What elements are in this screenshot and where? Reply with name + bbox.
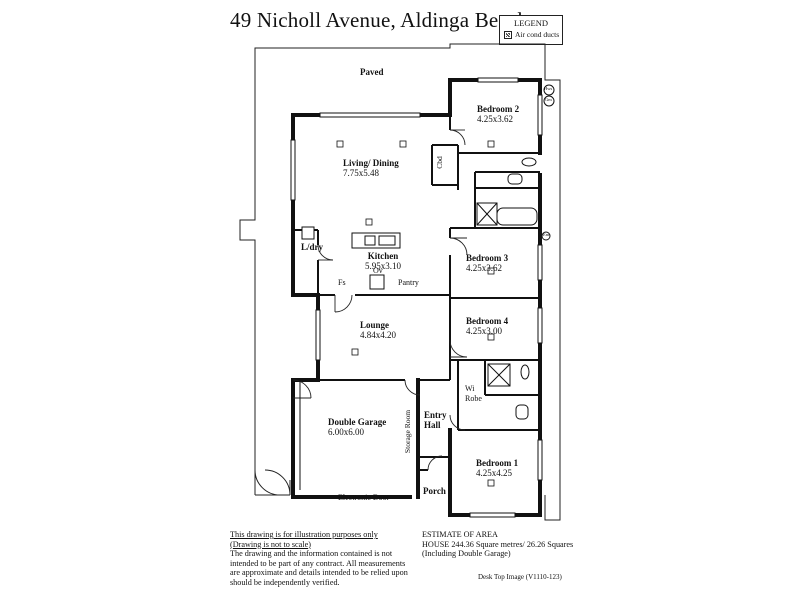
room-name: Living/ Dining: [343, 158, 399, 168]
vanity-icon: [507, 173, 523, 185]
laundry-label: L/dry: [301, 242, 324, 252]
storage-room-label: Storage Room: [403, 409, 413, 454]
oven-icon: [369, 274, 385, 290]
hws-marker: [543, 84, 555, 96]
room-name: Bedroom 2: [477, 104, 520, 114]
air-cond-ducts: [336, 140, 495, 487]
toilet-icon: [521, 157, 537, 167]
duct-icon: [487, 267, 495, 275]
lounge-label: Lounge 4.84x4.20: [360, 320, 396, 340]
hws-marker-label: Hws: [544, 86, 553, 91]
disclaimer-body: The drawing and the information containe…: [230, 549, 408, 587]
cbd-label: Cbd: [434, 156, 444, 169]
ensuite-toilet-icon: [520, 364, 530, 380]
door-swings: [292, 129, 468, 471]
room-name: Kitchen: [367, 251, 399, 261]
room-size: 4.25x4.25: [476, 468, 512, 478]
room-size: 4.25x3.62: [477, 114, 513, 124]
image-reference: Desk Top Image (V1110-123): [478, 573, 562, 581]
bath-icon: [496, 207, 538, 226]
kitchen-label: Kitchen 5.95x3.10: [365, 251, 401, 271]
duct-icon: [365, 218, 373, 226]
plan-title: 49 Nicholl Avenue, Aldinga Beach: [230, 8, 529, 32]
em-marker-label: Em: [543, 232, 550, 237]
living-label: Living/ Dining 7.75x5.48: [343, 158, 399, 178]
legend-item-label: Air cond ducts: [515, 30, 560, 39]
garage-label: Double Garage 6.00x6.00: [328, 417, 386, 437]
area-heading: ESTIMATE OF AREA: [422, 530, 498, 539]
room-size: 4.25x3.62: [466, 263, 502, 273]
electronic-door-label: Electronic Door: [338, 493, 390, 502]
bedroom-4-label: Bedroom 4 4.25x3.00: [466, 316, 508, 336]
room-size: 7.75x5.48: [343, 168, 379, 178]
area-estimate: ESTIMATE OF AREA HOUSE 244.36 Square met…: [422, 530, 573, 559]
disclaimer: This drawing is for illustration purpose…: [230, 530, 410, 588]
pantry-label: Pantry: [398, 278, 419, 287]
room-size: 4.25x3.00: [466, 326, 502, 336]
air-duct-icon: [504, 30, 512, 39]
fixtures: [299, 84, 555, 490]
legend: LEGEND Air cond ducts: [499, 15, 563, 45]
duct-icon: [336, 140, 344, 148]
disclaimer-line-2: (Drawing is not to scale): [230, 539, 311, 549]
room-size: 4.84x4.20: [360, 330, 396, 340]
sink-icon: [378, 235, 396, 246]
disclaimer-line-1: This drawing is for illustration purpose…: [230, 530, 378, 539]
gm-marker: [543, 95, 555, 107]
fridge-space-label: Fs: [338, 278, 346, 287]
room-name: Bedroom 3: [466, 253, 509, 263]
gm-marker-label: Gm: [545, 97, 552, 102]
bedroom-1-label: Bedroom 1 4.25x4.25: [476, 458, 518, 478]
em-marker: [541, 231, 551, 241]
ensuite-vanity-icon: [515, 404, 529, 420]
area-house: HOUSE 244.36 Square metres/ 26.26 Square…: [422, 539, 574, 549]
duct-icon: [487, 479, 495, 487]
duct-icon: [351, 348, 359, 356]
porch-label: Porch: [423, 486, 446, 496]
room-name: Double Garage: [328, 417, 387, 427]
room-name: Bedroom 1: [476, 458, 519, 468]
legend-title: LEGEND: [514, 18, 548, 28]
duct-icon: [487, 333, 495, 341]
paved-label: Paved: [360, 67, 384, 77]
windows: [290, 77, 543, 518]
room-size: 6.00x6.00: [328, 427, 364, 437]
oven-label: Ov: [373, 266, 383, 275]
laundry-tub-icon: [301, 226, 315, 240]
duct-icon: [487, 140, 495, 148]
room-size: 5.95x3.10: [365, 261, 401, 271]
room-name: Lounge: [360, 320, 390, 330]
area-including: (Including Double Garage): [422, 549, 511, 559]
site-boundary: [239, 43, 561, 521]
bedroom-2-label: Bedroom 2 4.25x3.62: [477, 104, 519, 124]
bedroom-3-label: Bedroom 3 4.25x3.62: [466, 253, 508, 273]
interior-walls: [293, 115, 540, 471]
room-name: Bedroom 4: [466, 316, 509, 326]
legend-row: Air cond ducts: [504, 30, 562, 39]
cooktop-icon: [364, 235, 376, 246]
duct-icon: [399, 140, 407, 148]
